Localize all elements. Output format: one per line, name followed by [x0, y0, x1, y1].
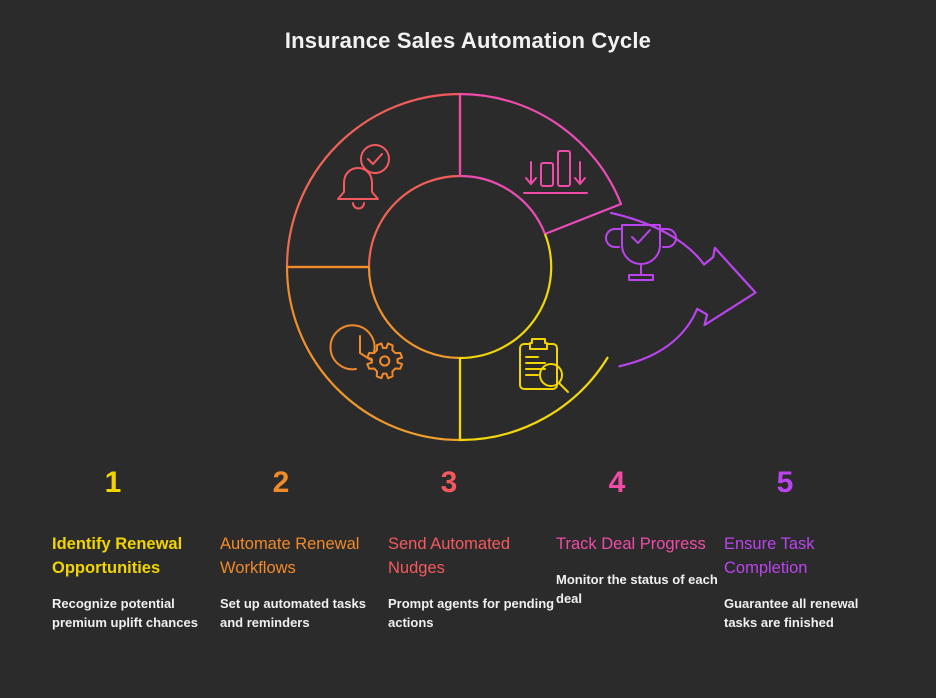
bell-check-icon	[337, 144, 390, 210]
trophy-check-icon	[605, 224, 677, 281]
cycle-diagram-svg	[285, 92, 763, 442]
step-description-3: Prompt agents for pending actions	[388, 596, 555, 630]
segment-bottom-right[interactable]	[458, 233, 609, 442]
step-heading-5: Ensure Task Completion	[724, 535, 815, 577]
step-heading-2: Automate Renewal Workflows	[220, 535, 360, 577]
step-item-3[interactable]: 3 Send Automated Nudges Prompt agents fo…	[388, 468, 556, 698]
step-description-5: Guarantee all renewal tasks are finished	[724, 596, 859, 630]
step-number-5: 5	[776, 466, 794, 499]
step-number-3: 3	[440, 466, 458, 499]
step-description-4: Monitor the status of each deal	[556, 572, 718, 606]
step-item-4[interactable]: 4 Track Deal Progress Monitor the status…	[556, 468, 724, 698]
clock-gear-icon	[329, 324, 404, 380]
step-heading-4: Track Deal Progress	[556, 535, 706, 553]
step-heading-3: Send Automated Nudges	[388, 535, 511, 577]
step-number-4: 4	[608, 466, 626, 499]
segment-top-right[interactable]	[458, 92, 623, 236]
segment-top-left[interactable]	[285, 92, 462, 269]
step-heading-1: Identify Renewal Opportunities	[52, 535, 183, 577]
step-item-5[interactable]: 5 Ensure Task Completion Guarantee all r…	[724, 468, 892, 698]
step-number-1: 1	[104, 466, 122, 499]
step-item-2[interactable]: 2 Automate Renewal Workflows Set up auto…	[220, 468, 388, 698]
clipboard-search-icon	[519, 338, 569, 393]
cycle-diagram	[0, 70, 936, 460]
segment-arrow[interactable]	[598, 195, 763, 368]
step-item-1[interactable]: 1 Identify Renewal Opportunities Recogni…	[52, 468, 220, 698]
step-description-1: Recognize potential premium uplift chanc…	[52, 596, 198, 630]
page-title: Insurance Sales Automation Cycle	[284, 28, 652, 53]
segment-bottom-left[interactable]	[285, 265, 462, 442]
step-description-2: Set up automated tasks and reminders	[220, 596, 366, 630]
step-number-2: 2	[272, 466, 290, 499]
bar-chart-down-arrows-icon	[523, 150, 588, 194]
steps-row: 1 Identify Renewal Opportunities Recogni…	[0, 468, 936, 698]
